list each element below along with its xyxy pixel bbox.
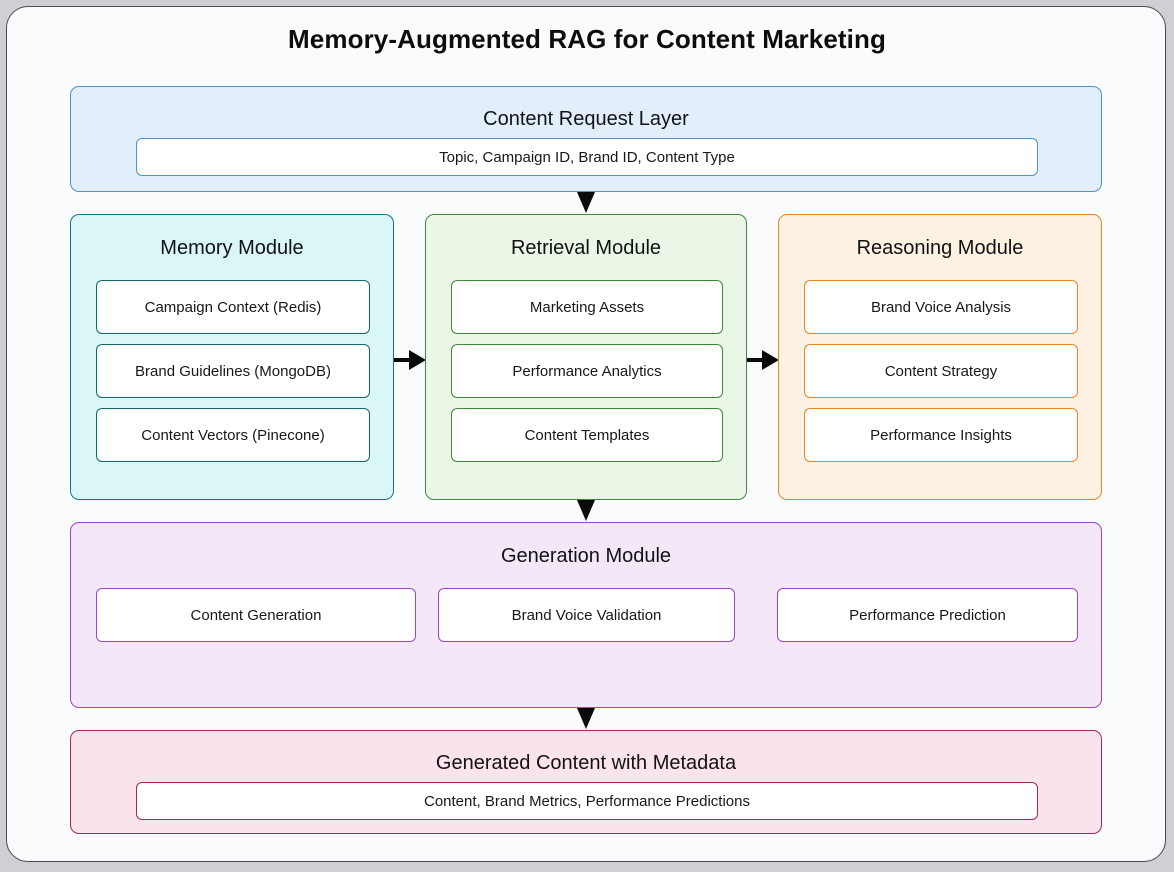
cluster-memory-module[interactable]: Memory Module Campaign Context (Redis) B… [70, 214, 394, 500]
arrow-stem [747, 358, 763, 362]
cluster-title-generation-module: Generation Module [500, 545, 672, 567]
node-brand-guidelines[interactable]: Brand Guidelines (MongoDB) [96, 344, 370, 398]
arrow-retrieval-to-reasoning [747, 350, 779, 370]
node-campaign-context[interactable]: Campaign Context (Redis) [96, 280, 370, 334]
node-performance-analytics[interactable]: Performance Analytics [451, 344, 723, 398]
node-brand-voice-analysis[interactable]: Brand Voice Analysis [804, 280, 1078, 334]
cluster-title-generated-content: Generated Content with Metadata [435, 752, 737, 774]
arrow-generation-to-output [577, 708, 595, 729]
cluster-title-reasoning-module: Reasoning Module [856, 237, 1024, 259]
cluster-content-request-layer[interactable]: Content Request Layer Topic, Campaign ID… [70, 86, 1102, 192]
cluster-generated-content[interactable]: Generated Content with Metadata Content,… [70, 730, 1102, 834]
node-performance-prediction[interactable]: Performance Prediction [777, 588, 1078, 642]
arrow-head [409, 350, 426, 370]
node-content-generation[interactable]: Content Generation [96, 588, 416, 642]
node-request-payload[interactable]: Topic, Campaign ID, Brand ID, Content Ty… [136, 138, 1038, 176]
node-brand-voice-validation[interactable]: Brand Voice Validation [438, 588, 735, 642]
arrow-request-to-retrieval [577, 192, 595, 213]
arrow-memory-to-retrieval [394, 350, 426, 370]
node-performance-insights[interactable]: Performance Insights [804, 408, 1078, 462]
cluster-reasoning-module[interactable]: Reasoning Module Brand Voice Analysis Co… [778, 214, 1102, 500]
arrow-retrieval-to-generation [577, 500, 595, 521]
cluster-title-memory-module: Memory Module [160, 237, 304, 259]
cluster-retrieval-module[interactable]: Retrieval Module Marketing Assets Perfor… [425, 214, 747, 500]
arrow-head [762, 350, 779, 370]
node-output-payload[interactable]: Content, Brand Metrics, Performance Pred… [136, 782, 1038, 820]
cluster-generation-module[interactable]: Generation Module Content Generation Bra… [70, 522, 1102, 708]
page-title: Memory-Augmented RAG for Content Marketi… [288, 24, 886, 54]
cluster-title-content-request-layer: Content Request Layer [483, 108, 689, 130]
node-content-vectors[interactable]: Content Vectors (Pinecone) [96, 408, 370, 462]
cluster-title-retrieval-module: Retrieval Module [510, 237, 662, 259]
arrow-stem [394, 358, 410, 362]
node-content-strategy[interactable]: Content Strategy [804, 344, 1078, 398]
node-content-templates[interactable]: Content Templates [451, 408, 723, 462]
node-marketing-assets[interactable]: Marketing Assets [451, 280, 723, 334]
